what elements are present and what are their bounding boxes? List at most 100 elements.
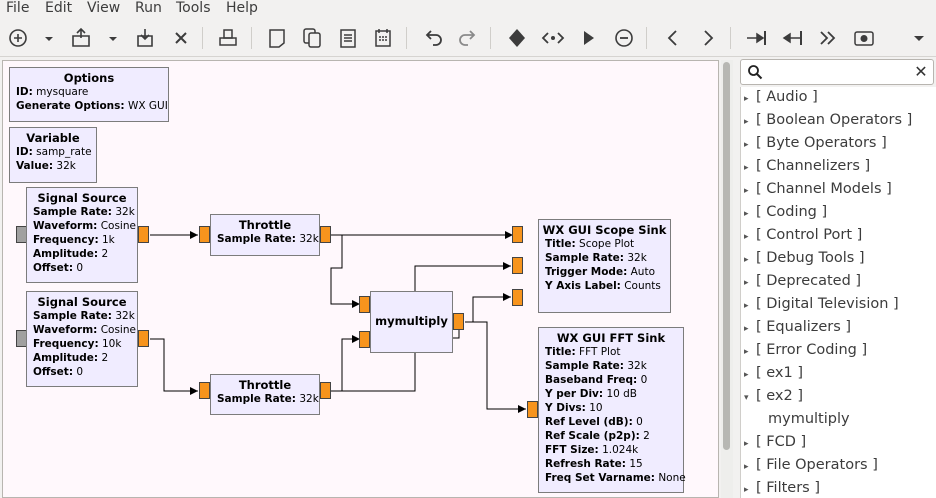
- block-param: FFT Size: 1.024k: [545, 444, 639, 456]
- scope-input-port-2[interactable]: [512, 289, 523, 306]
- scope-sink-block[interactable]: WX GUI Scope Sink Title: Scope Plot Samp…: [538, 219, 671, 313]
- menu-file[interactable]: File: [6, 0, 30, 16]
- block-title: Throttle: [238, 218, 292, 232]
- new-dropdown-icon[interactable]: [36, 25, 53, 51]
- variable-block[interactable]: Variable ID: samp_rate Value: 32k: [9, 127, 97, 183]
- forward-icon[interactable]: [815, 25, 841, 51]
- multiply-input-port-0[interactable]: [359, 296, 370, 313]
- run-icon[interactable]: [575, 25, 601, 51]
- expander-icon[interactable]: ▸: [744, 370, 749, 380]
- block-param: Sample Rate: 32k: [545, 252, 647, 264]
- expander-icon[interactable]: ▸: [744, 163, 749, 173]
- reload-icon[interactable]: [779, 25, 805, 51]
- block-search-input[interactable]: ✕: [740, 59, 934, 85]
- block-param: Refresh Rate: 15: [545, 458, 643, 470]
- expander-icon[interactable]: ▸: [744, 140, 749, 150]
- screenshot-icon[interactable]: [851, 25, 877, 51]
- expander-icon[interactable]: ▸: [744, 232, 749, 242]
- expander-icon[interactable]: ▸: [744, 301, 749, 311]
- toolbar-separator: [490, 27, 491, 49]
- expander-icon[interactable]: ▸: [744, 278, 749, 288]
- expander-icon[interactable]: ▸: [744, 94, 749, 104]
- options-block[interactable]: Options ID: mysquare Generate Options: W…: [9, 67, 169, 122]
- signal-source-block-1[interactable]: Signal Source Sample Rate: 32k Waveform:…: [26, 187, 138, 283]
- expander-icon[interactable]: ▸: [744, 209, 749, 219]
- expander-icon[interactable]: ▸: [744, 255, 749, 265]
- flowgraph-canvas[interactable]: Options ID: mysquare Generate Options: W…: [2, 60, 719, 498]
- throttle-output-port[interactable]: [320, 226, 331, 243]
- block-param: Sample Rate: 32k: [545, 360, 647, 372]
- block-param: Offset: 0: [33, 366, 84, 378]
- multiply-input-port-1[interactable]: [359, 331, 370, 348]
- clear-icon[interactable]: ✕: [914, 62, 928, 81]
- expander-icon[interactable]: ▸: [744, 117, 749, 127]
- undo-icon[interactable]: [420, 25, 446, 51]
- block-title: Throttle: [238, 378, 292, 392]
- throttle-output-port[interactable]: [320, 382, 331, 399]
- mymultiply-block[interactable]: mymultiply: [370, 291, 453, 353]
- block-param: Amplitude: 2: [33, 352, 109, 364]
- menu-edit[interactable]: Edit: [45, 0, 73, 16]
- throttle-input-port[interactable]: [199, 226, 210, 243]
- toolbar: [0, 19, 936, 57]
- scope-input-port-0[interactable]: [512, 226, 523, 243]
- block-title: mymultiply: [375, 314, 448, 328]
- calendar-icon[interactable]: [370, 25, 396, 51]
- enable-icon[interactable]: [540, 25, 566, 51]
- open-icon[interactable]: [68, 25, 94, 51]
- menubar: File Edit View Run Tools Help: [0, 0, 936, 18]
- menu-run[interactable]: Run: [135, 0, 162, 16]
- find-block-icon[interactable]: [744, 25, 770, 51]
- throttle-input-port[interactable]: [199, 382, 210, 399]
- stop-icon[interactable]: [611, 25, 637, 51]
- block-param: Frequency: 10k: [33, 338, 122, 350]
- expander-icon[interactable]: ▸: [744, 439, 749, 449]
- scrollbar-thumb[interactable]: [723, 62, 730, 450]
- fft-input-port[interactable]: [527, 401, 538, 418]
- block-param: Freq Set Varname: None: [545, 472, 686, 484]
- throttle-block-1[interactable]: Throttle Sample Rate: 32k: [210, 214, 320, 256]
- block-param: ID: mysquare: [16, 86, 89, 98]
- expander-icon[interactable]: ▸: [744, 324, 749, 334]
- toolbar-separator: [646, 27, 647, 49]
- copy-icon[interactable]: [299, 25, 325, 51]
- cut-icon[interactable]: [264, 25, 290, 51]
- block-param: Sample Rate: 32k: [217, 393, 319, 405]
- block-param: Trigger Mode: Auto: [545, 266, 656, 278]
- fft-sink-block[interactable]: WX GUI FFT Sink Title: FFT Plot Sample R…: [538, 327, 686, 493]
- block-param: Sample Rate: 32k: [217, 233, 319, 245]
- signal-source-output-port[interactable]: [138, 330, 149, 347]
- overflow-dropdown-icon[interactable]: [906, 25, 926, 51]
- rotate-right-icon[interactable]: [695, 25, 721, 51]
- save-icon[interactable]: [132, 25, 158, 51]
- block-param: Baseband Freq: 0: [545, 374, 648, 386]
- block-tree[interactable]: ▸[ Audio ] ▸[ Boolean Operators ] ▸[ Byt…: [740, 87, 936, 498]
- close-icon[interactable]: [168, 25, 194, 51]
- print-icon[interactable]: [215, 25, 241, 51]
- block-title: Signal Source: [37, 295, 127, 309]
- expander-icon[interactable]: ▸: [744, 347, 749, 357]
- redo-icon[interactable]: [455, 25, 481, 51]
- multiply-output-port[interactable]: [453, 313, 464, 330]
- expander-icon[interactable]: ▸: [744, 462, 749, 472]
- expander-icon[interactable]: ▸: [744, 186, 749, 196]
- menu-help[interactable]: Help: [226, 0, 258, 16]
- paste-icon[interactable]: [335, 25, 361, 51]
- scope-input-port-1[interactable]: [512, 257, 523, 274]
- new-icon[interactable]: [6, 25, 32, 51]
- signal-source-output-port[interactable]: [138, 226, 149, 243]
- block-param: Generate Options: WX GUI: [16, 100, 168, 112]
- rotate-left-icon[interactable]: [660, 25, 686, 51]
- open-dropdown-icon[interactable]: [100, 25, 117, 51]
- throttle-block-2[interactable]: Throttle Sample Rate: 32k: [210, 374, 320, 415]
- menu-tools[interactable]: Tools: [176, 0, 211, 16]
- block-title: WX GUI Scope Sink: [542, 223, 667, 237]
- bypass-icon[interactable]: [504, 25, 530, 51]
- collapse-icon[interactable]: ▾: [744, 393, 749, 403]
- canvas-scrollbar[interactable]: [721, 60, 733, 498]
- menu-view[interactable]: View: [87, 0, 121, 16]
- signal-source-block-2[interactable]: Signal Source Sample Rate: 32k Waveform:…: [26, 291, 138, 387]
- block-param: Amplitude: 2: [33, 248, 109, 260]
- expander-icon[interactable]: ▸: [744, 485, 749, 495]
